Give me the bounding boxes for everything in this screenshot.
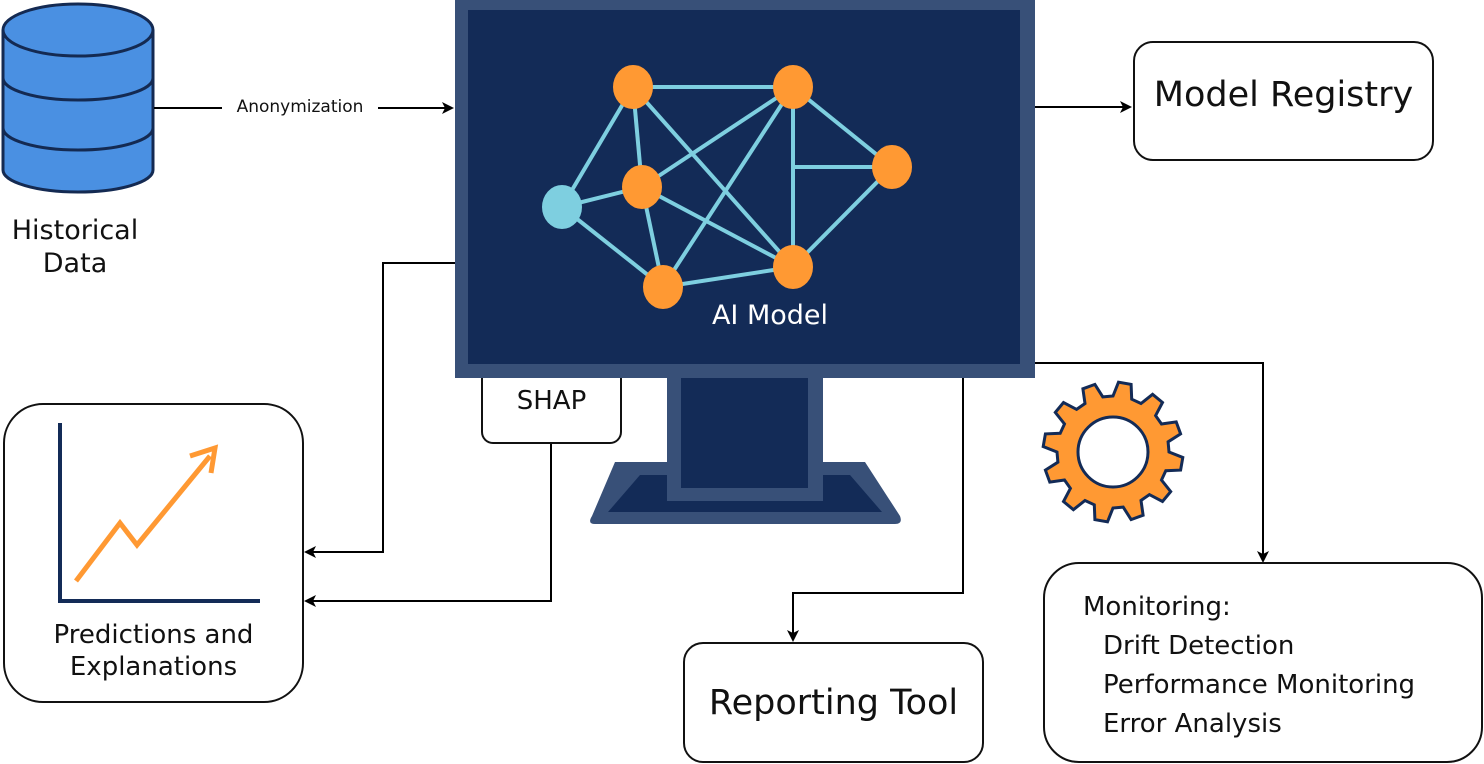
- shap-node[interactable]: SHAP: [481, 378, 622, 444]
- ai-model-label: AI Model: [711, 300, 829, 331]
- network-node: [773, 65, 813, 109]
- model-registry-label: Model Registry: [1153, 75, 1414, 115]
- gear-icon: [1041, 380, 1185, 524]
- edge-model-to-monitoring: [1035, 362, 1269, 563]
- predictions-label-line2: Explanations: [69, 652, 238, 682]
- historical-data-label-line1: Historical: [11, 215, 139, 246]
- anonymization-label: Anonymization: [236, 97, 364, 117]
- network-node-input: [542, 185, 582, 229]
- predictions-label-line1: Predictions and: [53, 620, 254, 650]
- monitor-stand: [590, 375, 901, 524]
- historical-data-label-line2: Data: [42, 248, 108, 279]
- monitoring-item-drift: Drift Detection: [1103, 631, 1295, 661]
- monitoring-title: Monitoring:: [1083, 592, 1231, 622]
- edge-model-to-predictions: [304, 262, 455, 558]
- reporting-tool-label: Reporting Tool: [708, 682, 959, 723]
- monitoring-node[interactable]: Monitoring: Drift Detection Performance …: [1043, 562, 1483, 763]
- network-node: [872, 145, 912, 189]
- network-node: [643, 265, 683, 309]
- network-node: [773, 245, 813, 289]
- predictions-node[interactable]: Predictions and Explanations: [3, 403, 304, 703]
- edge-shap-to-predictions: [304, 444, 552, 607]
- historical-data-label: Historical Data: [0, 214, 150, 280]
- model-registry-node[interactable]: Model Registry: [1133, 41, 1434, 161]
- reporting-tool-node[interactable]: Reporting Tool: [683, 642, 984, 763]
- monitoring-item-error: Error Analysis: [1103, 709, 1282, 739]
- network-node: [613, 65, 653, 109]
- monitoring-item-performance: Performance Monitoring: [1103, 670, 1416, 700]
- trend-chart-icon: [58, 423, 260, 603]
- edge-model-to-reporting: [787, 378, 964, 642]
- predictions-label: Predictions and Explanations: [5, 619, 302, 683]
- database-icon: [1, 2, 155, 194]
- shap-label: SHAP: [516, 386, 587, 416]
- monitor-screen: [455, 0, 1035, 378]
- network-node: [622, 165, 662, 209]
